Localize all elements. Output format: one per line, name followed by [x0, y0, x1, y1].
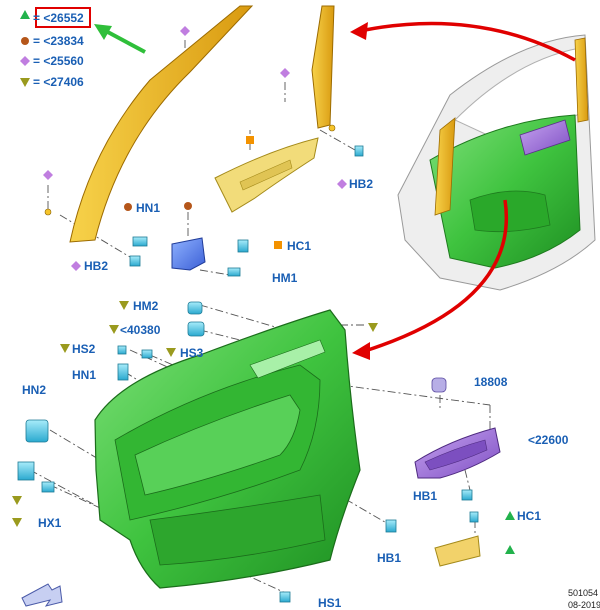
- label-18808: 18808: [474, 375, 508, 389]
- green-pointer-arrow-icon: [94, 24, 146, 54]
- clip: [117, 345, 127, 355]
- clip: [141, 349, 153, 359]
- clip: [431, 377, 447, 393]
- violet-diamond-icon: [43, 170, 53, 180]
- door-reference-illustration: [397, 34, 596, 291]
- callout-arrow-bottom-icon: [352, 199, 508, 360]
- blue-bracket: [171, 237, 206, 271]
- label-hx1: HX1: [38, 516, 62, 530]
- violet-diamond-icon: [180, 26, 190, 36]
- legend-item-23834: = <23834: [33, 34, 84, 48]
- clip: [129, 255, 141, 267]
- clip: [132, 236, 148, 247]
- olive-triangle-icon: [119, 301, 129, 310]
- legend-item-27406: = <27406: [33, 75, 84, 89]
- olive-triangle-icon: [166, 348, 176, 357]
- label-22600: <22600: [528, 433, 569, 447]
- legend-item-25560: = <25560: [33, 54, 84, 68]
- clip: [279, 591, 291, 603]
- view-direction-arrow-icon: [21, 583, 63, 607]
- clip: [117, 363, 129, 381]
- highlight-box: [35, 7, 91, 28]
- label-hb2-left: HB2: [84, 259, 108, 273]
- a-pillar-trim: [69, 5, 254, 243]
- clip: [461, 489, 473, 501]
- label-hs1: HS1: [318, 596, 342, 610]
- label-hb2-right: HB2: [349, 177, 373, 191]
- brown-circle-icon: [184, 202, 192, 210]
- legend-item-26552: = <26552: [33, 11, 84, 25]
- part-labels: HN1 HB2 HB2 HC1 HM1 HM2 <40380 HS2 HS3 H…: [22, 177, 569, 610]
- callout-arrow-top-icon: [350, 21, 576, 62]
- b-pillar-trim: [311, 5, 335, 129]
- label-hm2: HM2: [133, 299, 159, 313]
- label-hc1-top: HC1: [287, 239, 311, 253]
- olive-triangle-icon: [109, 325, 119, 334]
- olive-triangle-icon: [12, 518, 22, 527]
- olive-triangle-icon: [12, 496, 22, 505]
- violet-diamond-icon: [337, 179, 347, 189]
- diagram-markers: [12, 26, 515, 554]
- label-hs2: HS2: [72, 342, 96, 356]
- pillar-fastener: [328, 124, 336, 132]
- orange-square-icon: [274, 241, 282, 249]
- clip: [385, 519, 397, 533]
- reference-code-line1: 501054: [568, 588, 598, 598]
- green-triangle-icon: [505, 511, 515, 520]
- legend: = <26552 = <23834 = <25560 = <27406: [20, 7, 91, 89]
- violet-diamond-icon: [280, 68, 290, 78]
- pillar-fastener: [44, 208, 52, 216]
- label-hs3: HS3: [180, 346, 204, 360]
- clip: [227, 267, 241, 277]
- label-hn2: HN2: [22, 383, 46, 397]
- olive-triangle-icon: [368, 323, 378, 332]
- brown-circle-icon: [21, 37, 29, 45]
- clip: [17, 461, 35, 481]
- clip: [237, 239, 249, 253]
- clip: [187, 301, 203, 315]
- olive-triangle-icon: [60, 344, 70, 353]
- orange-square-icon: [246, 136, 254, 144]
- green-triangle-icon: [20, 10, 30, 19]
- violet-diamond-icon: [71, 261, 81, 271]
- brown-circle-icon: [124, 203, 132, 211]
- violet-diamond-icon: [20, 56, 30, 66]
- reference-code-line2: 08-2019: [568, 600, 600, 610]
- label-hn1-mid: HN1: [72, 368, 96, 382]
- label-hb1-right: HB1: [413, 489, 437, 503]
- clip-parts: [17, 145, 479, 603]
- label-hm1: HM1: [272, 271, 298, 285]
- label-hb1-bottom: HB1: [377, 551, 401, 565]
- clip: [25, 419, 49, 443]
- clip: [469, 511, 479, 523]
- lower-bracket: [434, 535, 481, 567]
- green-triangle-icon: [505, 545, 515, 554]
- olive-triangle-icon: [20, 78, 30, 87]
- clip: [41, 481, 55, 493]
- label-hn1-top: HN1: [136, 201, 160, 215]
- clip: [354, 145, 364, 157]
- label-40380: <40380: [120, 323, 161, 337]
- label-hc1-bottom: HC1: [517, 509, 541, 523]
- clip: [187, 321, 205, 337]
